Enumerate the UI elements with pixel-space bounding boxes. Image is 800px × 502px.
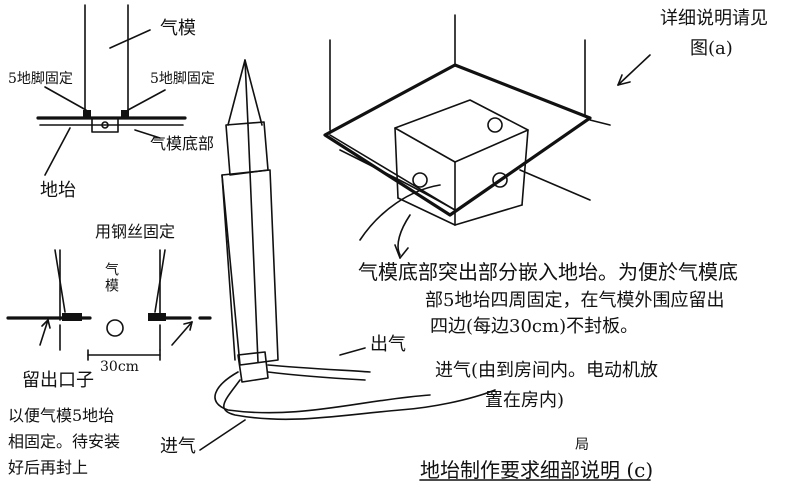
tall-inflatable bbox=[199, 59, 496, 451]
label-reserve-3: 相固定。待安装 bbox=[8, 432, 121, 451]
label-steel-wire: 用钢丝固定 bbox=[95, 222, 176, 241]
label-note-3: 四边(每边30cm)不封板。 bbox=[430, 316, 639, 337]
label-note-2: 部5地坮四周固定，在气模外围应留出 bbox=[425, 290, 725, 311]
label-mold-base: 气模底部 bbox=[150, 134, 215, 153]
label-bolt-right: 5地脚固定 bbox=[150, 71, 215, 87]
label-mold-mid: 气模 bbox=[103, 262, 119, 294]
label-inlet-2: 置在房内) bbox=[485, 390, 565, 411]
label-mold-top: 气模 bbox=[160, 18, 196, 39]
footer-caption: 地坮制作要求细部说明 (c) bbox=[420, 458, 654, 482]
label-detail-1: 详细说明请见 bbox=[660, 8, 768, 29]
label-gap-dim: 30cm bbox=[100, 359, 139, 375]
label-inlet-1: 进气(由到房间内。电动机放 bbox=[435, 360, 659, 381]
label-reserve-4: 好后再封上 bbox=[8, 458, 89, 477]
label-bolt-left: 5地脚固定 bbox=[8, 71, 73, 87]
label-foundation-left: 地坮 bbox=[40, 180, 76, 201]
label-reserve-1: 留出口子 bbox=[22, 370, 94, 391]
mid-left-section bbox=[6, 249, 212, 361]
label-outlet: 出气 bbox=[370, 334, 406, 355]
label-footer-correction: 局 bbox=[575, 437, 589, 453]
label-reserve-2: 以便气模5地坮 bbox=[8, 406, 115, 425]
label-detail-2: 图(a) bbox=[690, 38, 733, 59]
label-inlet-bottom: 进气 bbox=[160, 436, 196, 457]
isometric-base bbox=[323, 14, 651, 259]
label-note-1: 气模底部突出部分嵌入地坮。为便於气模底 bbox=[358, 260, 738, 284]
top-left-detail bbox=[36, 4, 187, 176]
